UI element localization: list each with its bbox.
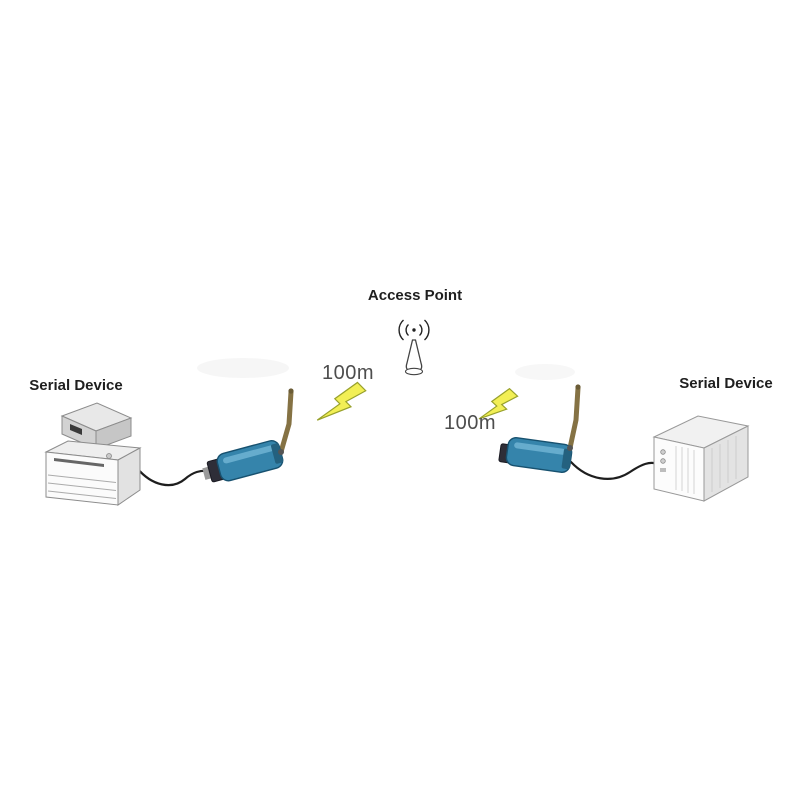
radio-wave-arc	[398, 319, 405, 341]
left-adapter-antenna	[278, 389, 294, 455]
wireless-signal-left-icon	[315, 379, 366, 430]
access-point-icon	[398, 319, 430, 376]
server-button	[660, 458, 666, 464]
watermark-artifact-left	[197, 358, 289, 378]
right-adapter-body-group	[498, 437, 573, 473]
lightning-bolt-shape	[315, 379, 366, 430]
server-icon	[652, 415, 750, 502]
printer-power-button	[106, 453, 112, 459]
server-button	[660, 449, 666, 455]
serial-device-right-label: Serial Device	[679, 375, 773, 392]
printer-tray-line	[47, 490, 117, 499]
antenna-base	[404, 367, 424, 376]
printer-output-slot	[54, 458, 104, 467]
right-antenna-joint	[567, 445, 573, 451]
left-adapter-highlight	[223, 445, 274, 464]
printer-body-side	[117, 447, 141, 506]
lightning-bolt-shape	[477, 386, 518, 428]
cable-left	[135, 466, 212, 487]
printer-tray-line	[47, 482, 117, 491]
radio-wave-arc	[405, 323, 410, 337]
distance-left-label: 100m	[321, 362, 375, 384]
wireless-signal-right-icon	[477, 386, 518, 428]
left-adapter-body-group	[202, 440, 284, 483]
printer-logo	[70, 424, 82, 435]
left-adapter-end-cap	[271, 443, 284, 464]
server-side-face	[703, 425, 749, 502]
antenna-horn	[405, 339, 423, 373]
right-adapter-end-cap	[561, 448, 572, 470]
radio-wave-arc	[423, 319, 430, 341]
serial-device-left-label: Serial Device	[29, 377, 123, 394]
distance-right-label: 100m	[443, 412, 497, 434]
serial-adapter-left	[202, 388, 294, 483]
printer-icon	[44, 402, 142, 506]
access-point-label: Access Point	[367, 287, 463, 304]
server-drive-slot	[660, 468, 666, 472]
left-antenna-joint	[278, 449, 284, 455]
cable-right	[569, 460, 660, 480]
right-antenna-tip	[575, 384, 581, 390]
radio-wave-arc	[418, 323, 423, 337]
right-adapter-antenna	[567, 385, 581, 451]
left-antenna-tip	[288, 388, 294, 394]
serial-adapter-right	[498, 384, 581, 473]
radio-wave-dot	[412, 328, 416, 332]
printer-tray-line	[47, 474, 117, 483]
right-adapter-highlight	[514, 442, 566, 455]
watermark-artifact-right	[515, 364, 575, 380]
